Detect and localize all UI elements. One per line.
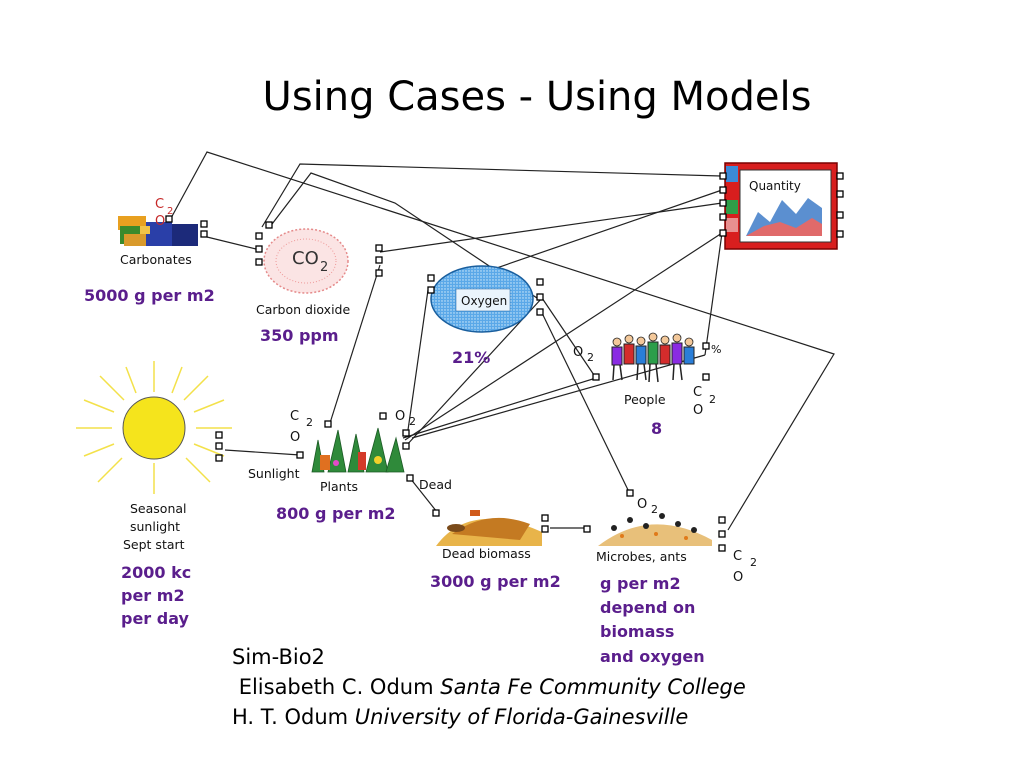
dead-biomass-label: Dead biomass (442, 546, 531, 561)
credits-line-1: Sim-Bio2 (232, 645, 325, 669)
microbes-value-line2: depend on (600, 598, 695, 617)
plants-co2-o: O (290, 430, 300, 445)
microbes-co2-c: C (733, 549, 742, 564)
sunlight-label: Sunlight (248, 466, 300, 481)
connection-wires (169, 151, 835, 531)
carbon-dioxide-value: 350 ppm (260, 326, 339, 345)
oxygen-label: Oxygen (461, 294, 507, 308)
people-co2-sub: 2 (709, 393, 716, 406)
sun-value-line1: 2000 kc (121, 563, 191, 582)
microbes-node: O 2 C 2 O Microbes, ants g per m2 depend… (596, 497, 757, 666)
credit-affiliation-2: University of Florida-Gainesville (354, 705, 689, 729)
plants-node: C 2 O O 2 Sunlight Plants 800 g per m2 (248, 409, 416, 523)
connector-ports (165, 172, 844, 552)
microbes-o2-sub: 2 (651, 503, 658, 516)
credits-block: Sim-Bio2 Elisabeth C. Odum Santa Fe Comm… (232, 642, 746, 732)
microbes-o2-main: O (637, 497, 647, 512)
microbes-value-line1: g per m2 (600, 574, 681, 593)
people-o2-sub: 2 (587, 351, 594, 364)
carbon-dioxide-node: CO 2 Carbon dioxide 350 ppm (256, 228, 350, 345)
microbes-value-line3: biomass (600, 622, 674, 641)
dead-biomass-node: Dead Dead biomass 3000 g per m2 (419, 477, 561, 591)
page-title: Using Cases - Using Models (262, 74, 812, 120)
plants-o2-sub: 2 (409, 415, 416, 428)
people-label: People (624, 392, 666, 407)
people-value: 8 (651, 419, 662, 438)
sun-desc-line2: sunlight (130, 519, 180, 534)
carbonates-value: 5000 g per m2 (84, 286, 215, 305)
sun-source-node: Seasonal sunlight Sept start 2000 kc per… (76, 361, 232, 628)
credit-name-1: Elisabeth C. Odum (238, 675, 434, 699)
sun-desc-line1: Seasonal (130, 501, 187, 516)
microbes-co2-sub: 2 (750, 556, 757, 569)
people-percent: % (711, 343, 721, 356)
credits-line-2: Elisabeth C. Odum Santa Fe Community Col… (232, 672, 746, 702)
carbonates-formula-c: C (155, 197, 164, 212)
carbonates-formula-sub: 2 (167, 206, 173, 217)
plants-label: Plants (320, 479, 358, 494)
co2-symbol-sub: 2 (320, 260, 328, 275)
people-o2-main: O (573, 345, 583, 360)
carbonates-formula-o: O (155, 214, 165, 229)
microbes-label: Microbes, ants (596, 549, 687, 564)
credit-name-2: H. T. Odum (232, 705, 349, 729)
credit-affiliation-1: Santa Fe Community College (440, 675, 746, 699)
quantity-label: Quantity (749, 179, 801, 193)
oxygen-node: Oxygen 21% (430, 265, 534, 367)
people-co2-o: O (693, 403, 703, 418)
people-node: O 2 % C 2 O People 8 (573, 332, 721, 438)
carbonates-label: Carbonates (120, 252, 192, 267)
quantity-graph-node: Quantity (724, 162, 838, 250)
sun-value-line3: per day (121, 609, 190, 628)
carbonates-node: C 2 O Carbonates 5000 g per m2 (84, 197, 215, 305)
plants-co2-c: C (290, 409, 299, 424)
co2-symbol: CO (292, 248, 319, 269)
carbon-dioxide-label: Carbon dioxide (256, 302, 350, 317)
credits-line-3: H. T. Odum University of Florida-Gainesv… (232, 702, 746, 732)
microbes-co2-o: O (733, 570, 743, 585)
sun-value-line2: per m2 (121, 586, 185, 605)
plants-value: 800 g per m2 (276, 504, 396, 523)
dead-arrow-label: Dead (419, 477, 452, 492)
people-co2-c: C (693, 385, 702, 400)
plants-co2-sub: 2 (306, 416, 313, 429)
sun-desc-line3: Sept start (123, 537, 185, 552)
microbes-value-line4: and oxygen (600, 647, 705, 666)
oxygen-value: 21% (452, 348, 490, 367)
plants-o2-main: O (395, 409, 405, 424)
dead-biomass-value: 3000 g per m2 (430, 572, 561, 591)
